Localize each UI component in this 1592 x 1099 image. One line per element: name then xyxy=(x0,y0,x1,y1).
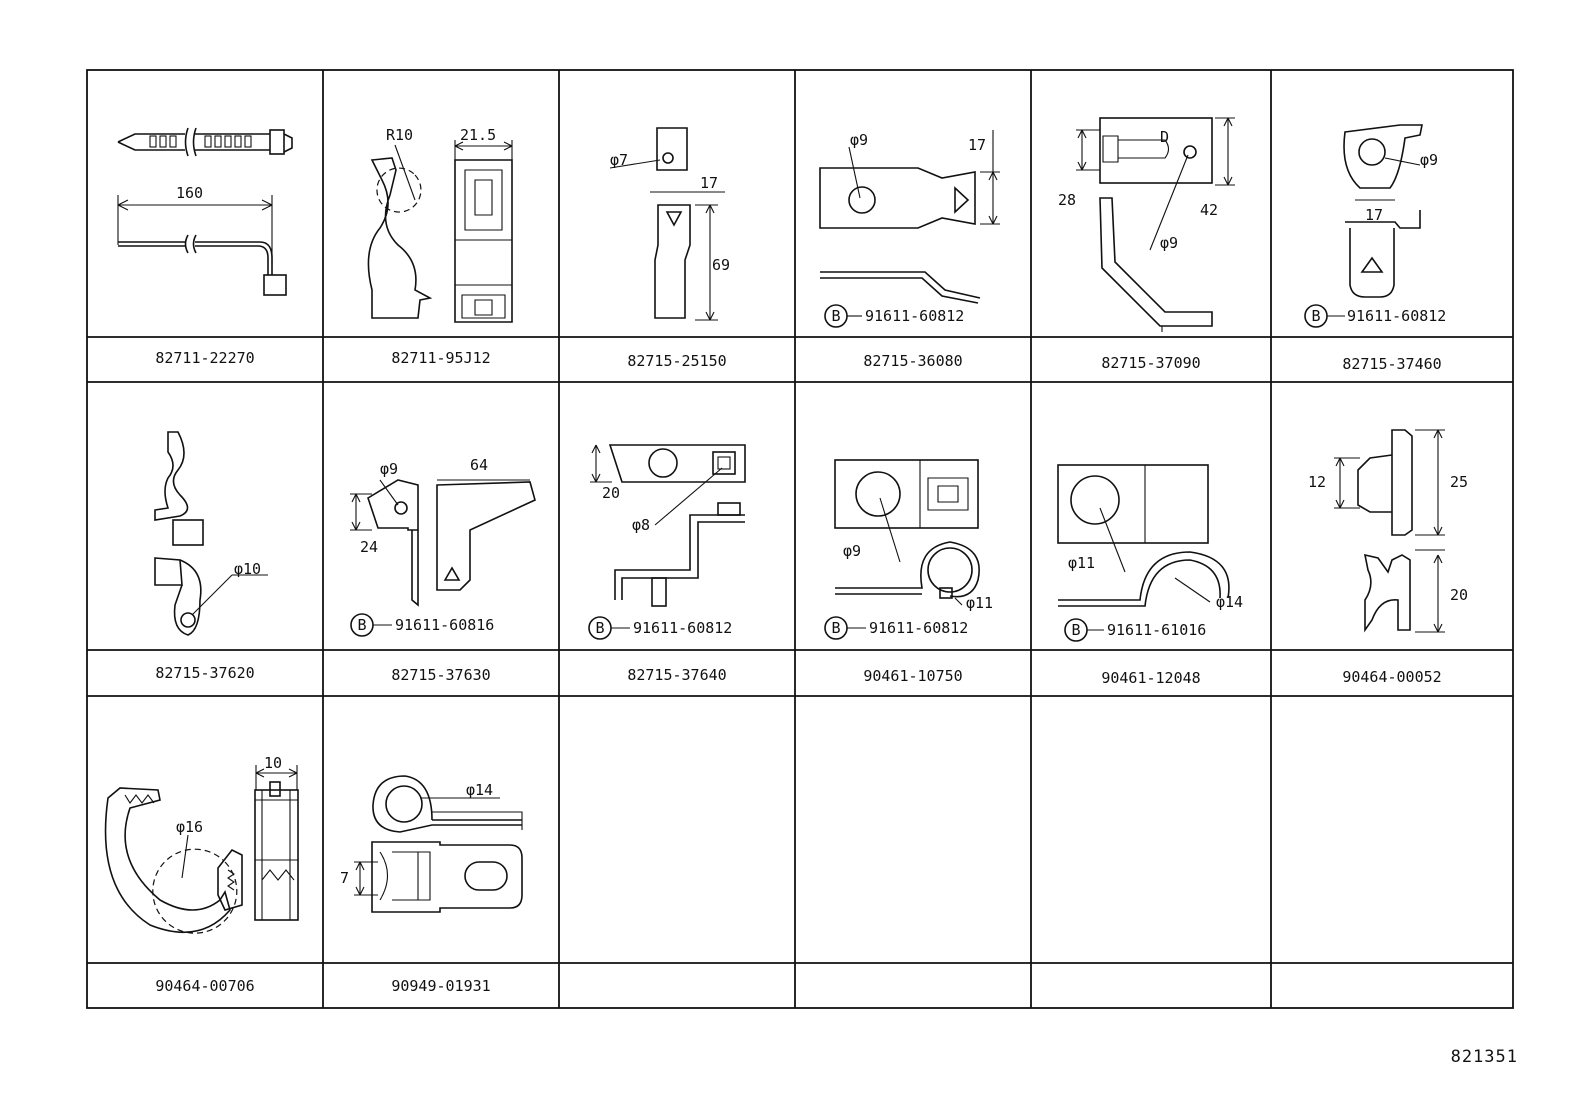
dim-label: 69 xyxy=(712,256,730,274)
figure-number: 821351 xyxy=(1450,1047,1518,1067)
part-number: 82715-25150 xyxy=(627,352,726,370)
table-grid xyxy=(86,69,1514,1009)
bolt-marker-letter: B xyxy=(595,619,604,637)
dim-label: 20 xyxy=(602,484,620,502)
part-number: 90949-01931 xyxy=(391,977,490,995)
dim-label: 25 xyxy=(1450,473,1468,491)
dim-label: 10 xyxy=(264,754,282,772)
bolt-part-number: 91611-60812 xyxy=(633,619,732,637)
part-number: 82711-95J12 xyxy=(391,349,490,367)
part-drawing-bracket-37460 xyxy=(1343,124,1423,298)
dim-label: φ9 xyxy=(1420,151,1438,169)
bolt-marker-letter: B xyxy=(831,307,840,325)
bolt-markers xyxy=(350,304,1345,642)
bolt-part-number: 91611-60812 xyxy=(869,619,968,637)
dim-label: φ14 xyxy=(1216,593,1243,611)
bolt-marker-letter: B xyxy=(1071,621,1080,639)
part-drawing-bracket-37090 xyxy=(1076,117,1235,332)
part-number: 90461-10750 xyxy=(863,667,962,685)
dim-label: 17 xyxy=(968,136,986,154)
dim-label: 28 xyxy=(1058,191,1076,209)
dim-label: φ9 xyxy=(1160,234,1178,252)
dim-label: R10 xyxy=(386,126,413,144)
dim-label: φ9 xyxy=(380,460,398,478)
part-number: 82715-37620 xyxy=(155,664,254,682)
dim-label: 21.5 xyxy=(460,126,496,144)
part-number: 82715-37640 xyxy=(627,666,726,684)
part-number-labels: 82711-22270 82711-95J12 82715-25150 8271… xyxy=(155,349,1441,995)
part-number: 82715-37630 xyxy=(391,666,490,684)
dim-label: D xyxy=(1160,128,1169,146)
bolt-part-number: 91611-60816 xyxy=(395,616,494,634)
dim-label: φ10 xyxy=(234,560,261,578)
part-number: 82715-36080 xyxy=(863,352,962,370)
dim-label: 7 xyxy=(340,869,349,887)
dim-label: 17 xyxy=(1365,206,1383,224)
bolt-marker-letter: B xyxy=(1311,307,1320,325)
dim-label: 64 xyxy=(470,456,488,474)
part-drawing-clamp-01931 xyxy=(354,775,523,913)
dimension-labels: 160 R10 21.5 φ7 17 69 φ9 17 D 28 42 φ9 φ… xyxy=(176,126,1468,887)
dim-label: 24 xyxy=(360,538,378,556)
part-drawing-bracket-36080 xyxy=(819,130,1000,304)
part-drawing-clamp-12048 xyxy=(1057,464,1230,607)
dim-label: φ9 xyxy=(843,542,861,560)
bolt-part-numbers: 91611-60812 91611-60812 91611-60816 9161… xyxy=(395,307,1446,639)
part-drawing-cable-tie xyxy=(117,127,293,296)
part-number: 90461-12048 xyxy=(1101,669,1200,687)
part-number: 82715-37460 xyxy=(1342,355,1441,373)
bolt-part-number: 91611-60812 xyxy=(1347,307,1446,325)
bolt-part-number: 91611-60812 xyxy=(865,307,964,325)
dim-label: φ14 xyxy=(466,781,493,799)
part-drawing-clip-95j12 xyxy=(367,140,513,323)
dim-label: 20 xyxy=(1450,586,1468,604)
part-number: 90464-00052 xyxy=(1342,668,1441,686)
dim-label: φ9 xyxy=(850,131,868,149)
bolt-marker-letter: B xyxy=(831,619,840,637)
bolt-marker-letters: B B B B B B xyxy=(357,307,1320,639)
part-number: 90464-00706 xyxy=(155,977,254,995)
dim-label: 17 xyxy=(700,174,718,192)
part-drawing-bracket-37640 xyxy=(590,444,746,607)
dim-label: φ11 xyxy=(966,594,993,612)
bolt-marker-letter: B xyxy=(357,616,366,634)
dim-label: 12 xyxy=(1308,473,1326,491)
part-drawing-bracket-25150 xyxy=(609,127,725,321)
part-number: 82715-37090 xyxy=(1101,354,1200,372)
dim-label: φ7 xyxy=(610,151,628,169)
dim-label: φ11 xyxy=(1068,554,1095,572)
part-number: 82711-22270 xyxy=(155,349,254,367)
part-drawing-clip-37620 xyxy=(154,431,268,636)
dim-label: φ8 xyxy=(632,516,650,534)
dim-label: 42 xyxy=(1200,201,1218,219)
dim-label: φ16 xyxy=(176,818,203,836)
dim-label: 160 xyxy=(176,184,203,202)
part-drawing-clamp-10750 xyxy=(834,459,980,606)
part-drawing-grommet-00052 xyxy=(1334,429,1445,633)
part-drawing-clamp-00706 xyxy=(104,765,299,934)
bolt-part-number: 91611-61016 xyxy=(1107,621,1206,639)
part-drawing-bracket-37630 xyxy=(350,479,536,607)
